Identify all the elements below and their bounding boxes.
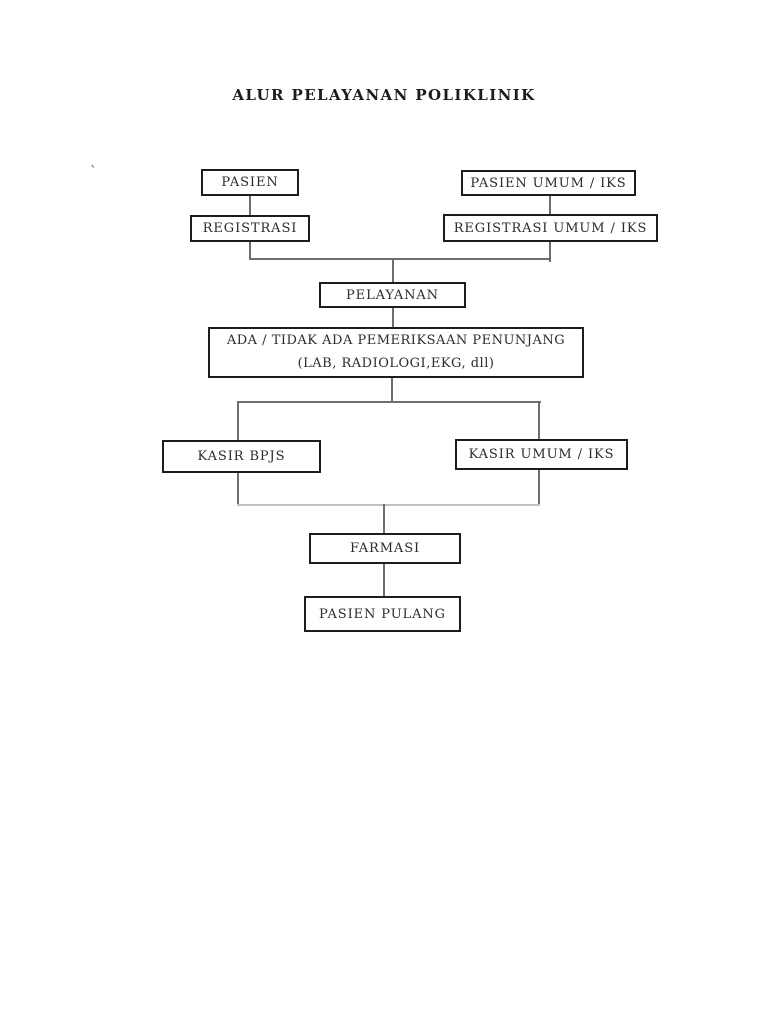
connector-merge-horizontal-bottom: [237, 504, 540, 506]
flow-node-pasien-umum-iks: PASIEN UMUM / IKS: [461, 170, 636, 196]
flow-node-registrasi: REGISTRASI: [190, 215, 310, 242]
flow-node-registrasi-umum-iks: REGISTRASI UMUM / IKS: [443, 214, 658, 242]
flow-node-label: PELAYANAN: [346, 287, 439, 303]
connector-merge-to-farmasi: [383, 504, 385, 533]
flow-node-farmasi: FARMASI: [309, 533, 461, 564]
page-title: ALUR PELAYANAN POLIKLINIK: [232, 86, 536, 104]
flow-node-pemeriksaan-penunjang: ADA / TIDAK ADA PEMERIKSAAN PENUNJANG (L…: [208, 327, 584, 378]
connector-farmasi-pasienpulang: [383, 564, 385, 596]
flow-node-pasien-pulang: PASIEN PULANG: [304, 596, 461, 632]
connector-merge-horizontal-top: [249, 258, 551, 260]
connector-pasienumum-registrasiumum: [549, 196, 551, 214]
flow-node-label: REGISTRASI UMUM / IKS: [453, 220, 648, 236]
flow-node-kasir-umum-iks: KASIR UMUM / IKS: [455, 439, 628, 470]
flow-node-label: KASIR BPJS: [197, 449, 286, 464]
flow-node-label: PASIEN UMUM / IKS: [470, 175, 627, 191]
connector-split-horizontal: [237, 401, 541, 403]
connector-pelayanan-pemeriksaan: [392, 308, 394, 327]
flow-node-label: PASIEN: [221, 175, 279, 190]
connector-registrasi-down: [249, 242, 251, 260]
flow-node-kasir-bpjs: KASIR BPJS: [162, 440, 321, 473]
connector-pemeriksaan-down: [391, 378, 393, 403]
stray-mark: `: [90, 164, 97, 180]
flow-node-label: ADA / TIDAK ADA PEMERIKSAAN PENUNJANG: [226, 332, 566, 348]
flow-node-pasien: PASIEN: [201, 169, 299, 196]
connector-merge-to-pelayanan: [392, 258, 394, 282]
flow-node-label: FARMASI: [349, 541, 421, 556]
connector-registrasiumum-down: [549, 242, 551, 262]
flow-node-sublabel: (LAB, RADIOLOGI,EKG, dll): [297, 355, 495, 371]
flow-node-label: REGISTRASI: [202, 221, 298, 236]
flow-node-label: KASIR UMUM / IKS: [468, 447, 615, 462]
flow-node-pelayanan: PELAYANAN: [319, 282, 466, 308]
connector-pasien-registrasi: [249, 196, 251, 215]
flow-node-label: PASIEN PULANG: [319, 606, 446, 622]
